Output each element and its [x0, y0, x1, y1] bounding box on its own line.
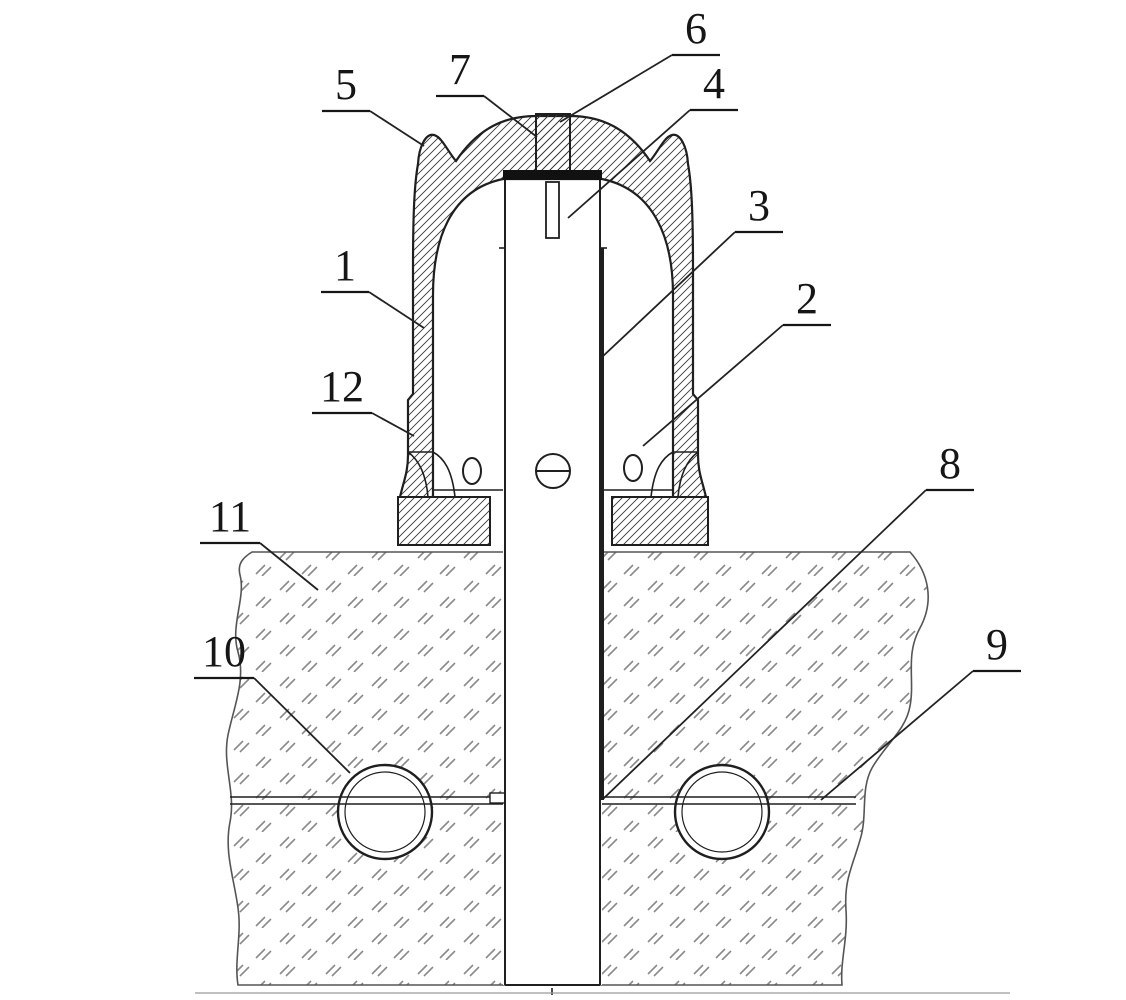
dome-cap [397, 114, 709, 546]
seat-bolt-holes [433, 453, 673, 491]
top-plug [535, 113, 571, 173]
callout-10-leader [253, 677, 351, 774]
callout-2: 2 [642, 274, 831, 447]
flange-left [397, 496, 491, 546]
callout-3-label: 3 [748, 181, 770, 230]
callout-6: 6 [559, 4, 720, 123]
callouts: 1 2 3 4 5 6 7 [194, 4, 1021, 801]
callout-6-label: 6 [685, 4, 707, 53]
callout-1-leader [368, 291, 425, 329]
cap-wall-hatched [400, 116, 706, 497]
callout-6-leader [559, 54, 673, 123]
callout-7-label: 7 [449, 45, 471, 94]
callout-10-label: 10 [202, 627, 246, 676]
callout-4: 4 [567, 59, 738, 219]
callout-11-label: 11 [209, 492, 251, 541]
callout-9-label: 9 [986, 620, 1008, 669]
callout-11: 11 [200, 492, 319, 591]
callout-5-leader [369, 110, 425, 147]
callout-10: 10 [194, 627, 351, 774]
callout-3: 3 [600, 181, 783, 359]
callout-5: 5 [322, 60, 425, 147]
callout-8-label: 8 [939, 439, 961, 488]
callout-3-leader [600, 231, 736, 359]
callout-11-leader [259, 542, 319, 591]
callout-5-label: 5 [335, 60, 357, 109]
callout-7-leader [483, 95, 538, 138]
callout-4-leader [567, 109, 691, 219]
flange-right [611, 496, 709, 546]
callout-9: 9 [820, 620, 1021, 801]
seat-bar [503, 170, 602, 180]
callout-12-leader [371, 412, 415, 437]
inner-stem [545, 181, 560, 239]
callout-1: 1 [321, 241, 425, 329]
callout-7: 7 [436, 45, 538, 138]
callout-8-leader [602, 489, 927, 800]
tube-cutout [503, 548, 602, 985]
callout-1-label: 1 [334, 241, 356, 290]
left-conduit-circle [336, 763, 434, 861]
center-tube [499, 180, 607, 995]
callout-12-label: 12 [320, 362, 364, 411]
right-conduit-circle [673, 763, 771, 861]
callout-8: 8 [602, 439, 974, 800]
pipe-joint-tick [489, 792, 506, 804]
callout-2-leader [642, 324, 784, 447]
callout-4-label: 4 [703, 59, 725, 108]
callout-12: 12 [312, 362, 415, 437]
buried-pipe-lines [230, 796, 856, 805]
callout-9-leader [820, 670, 974, 801]
callout-2-label: 2 [796, 274, 818, 323]
